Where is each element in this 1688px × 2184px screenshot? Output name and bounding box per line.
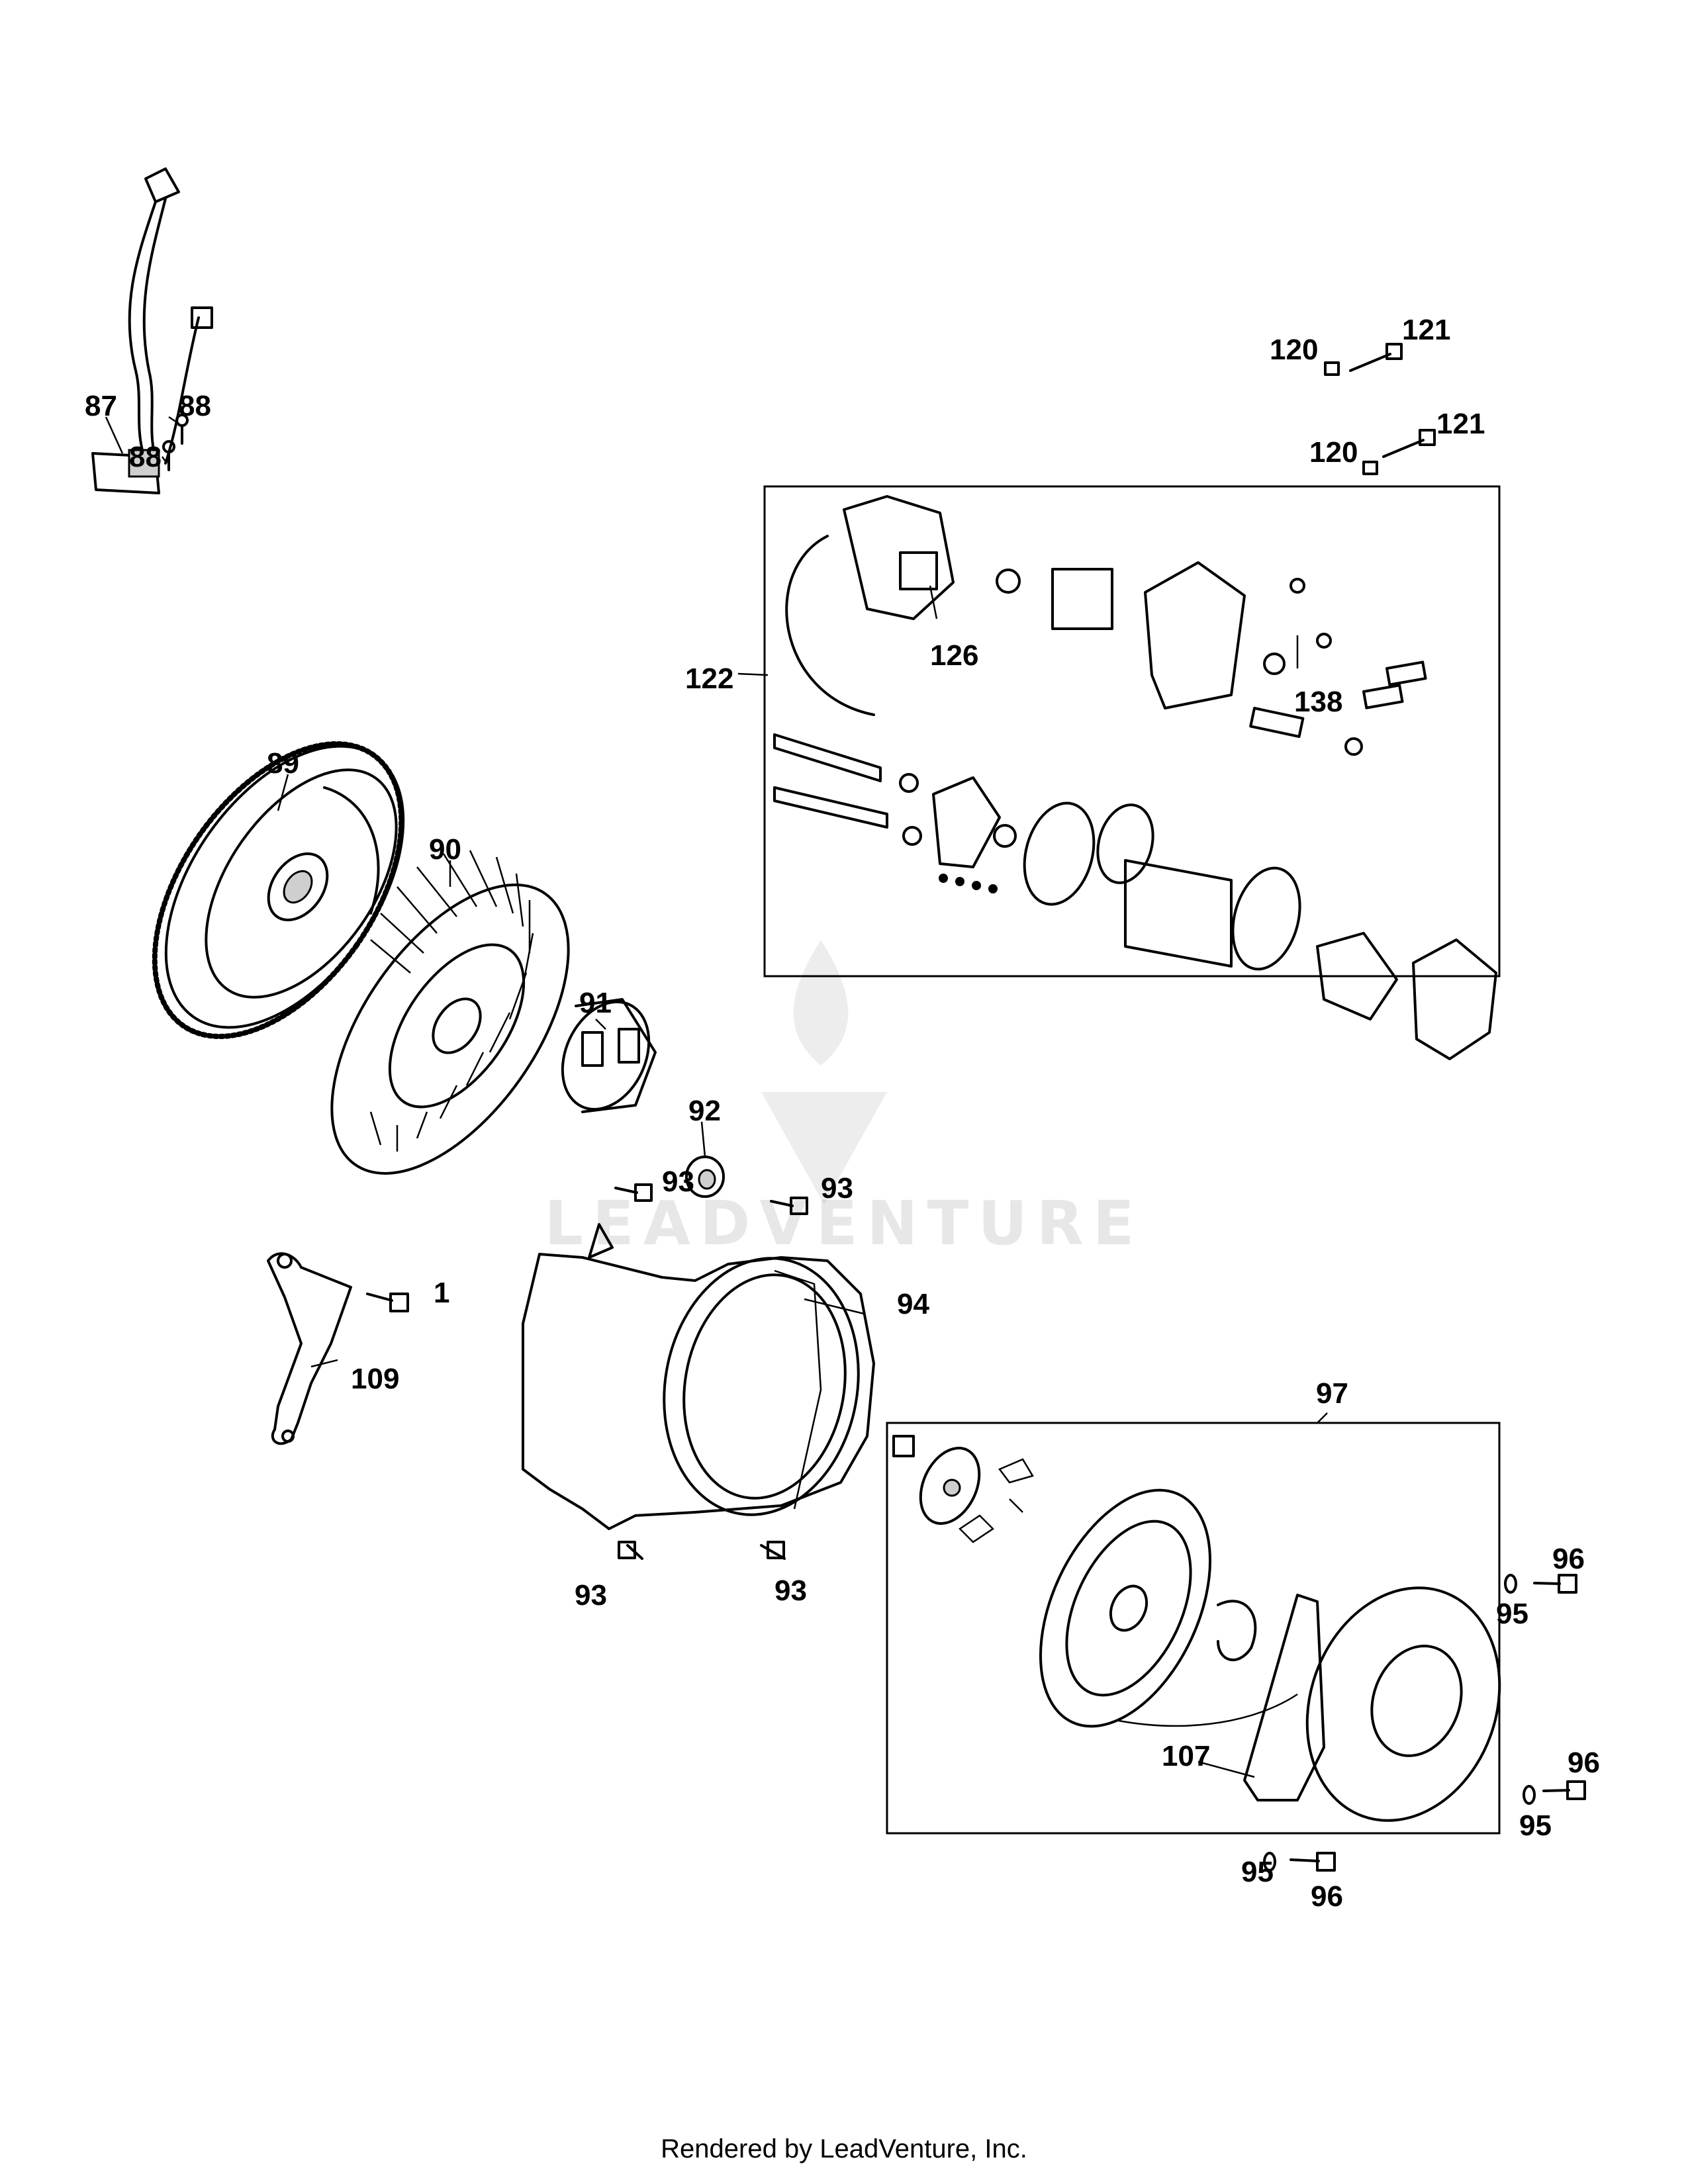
callout-96-c: 96 [1311,1880,1343,1913]
callout-120-upper: 120 [1270,334,1318,366]
callout-122: 122 [685,662,733,695]
callout-88-upper: 88 [179,390,211,422]
callout-93-c: 93 [575,1579,607,1612]
footer-credit: Rendered by LeadVenture, Inc. [661,2134,1027,2163]
callout-94: 94 [897,1288,929,1320]
callout-95-b: 95 [1519,1809,1552,1842]
callout-138: 138 [1294,686,1342,718]
bolt-96-c [1289,1852,1336,1872]
o-ring-95-b [1523,1785,1536,1805]
nut-120-lower [1362,461,1378,475]
nut-120-upper [1324,361,1340,376]
callout-96-a: 96 [1552,1543,1585,1575]
starter-group-box [763,485,1501,978]
flywheel-nut [685,1156,725,1198]
callout-126: 126 [930,639,978,672]
bolt-93-b [770,1197,808,1215]
recoil-group-box [886,1422,1501,1835]
bolt-96-b [1542,1780,1586,1800]
recoil-starter-assembly [892,1435,1501,1822]
callouts: 1 87 88 88 89 90 91 92 93 93 93 93 94 95… [85,314,1600,1913]
callout-95-a: 95 [1496,1598,1528,1630]
bolt-93-d [760,1541,786,1560]
callout-91: 91 [579,987,612,1019]
callout-92: 92 [688,1095,721,1127]
callout-87: 87 [85,390,117,422]
screw-88-upper [175,414,189,445]
watermark-chevron-icon [761,1092,887,1205]
callout-97: 97 [1316,1377,1348,1410]
callout-93-d: 93 [774,1574,807,1607]
starter-motor-parts [773,561,1497,1060]
bolt-121-upper [1349,343,1403,372]
callout-90: 90 [429,833,461,866]
cooling-fan [330,850,570,1175]
callout-120-lower: 120 [1309,436,1358,469]
callout-89: 89 [267,747,299,780]
callout-109: 109 [351,1363,399,1395]
callout-121-lower: 121 [1436,408,1485,440]
callout-107: 107 [1162,1740,1210,1772]
screw-88-lower [162,440,175,471]
callout-95-c: 95 [1241,1856,1274,1888]
bolt-93-a [614,1183,653,1202]
bolt-121-lower [1382,429,1436,458]
bolt-96-a [1533,1574,1577,1594]
bracket [267,1252,352,1445]
bolt-93-c [618,1541,643,1560]
blower-housing [522,1223,875,1530]
callout-121-upper: 121 [1402,314,1450,346]
watermark-flame-icon [793,940,849,1066]
watermark: LEADVENTURE [544,940,1135,1259]
leader-lines [105,416,1328,1778]
starter-solenoid [785,495,955,716]
callout-93-b: 93 [821,1172,853,1205]
callout-1: 1 [434,1277,449,1309]
bolt-1 [366,1293,409,1312]
o-ring-95-c [1263,1852,1276,1872]
callout-93-a: 93 [662,1165,694,1198]
flywheel [152,741,405,1040]
ignition-coil [91,167,213,494]
o-ring-95-a [1504,1574,1517,1594]
callout-96-b: 96 [1568,1747,1600,1779]
callout-88-lower: 88 [129,441,162,473]
starter-cup [561,998,657,1113]
